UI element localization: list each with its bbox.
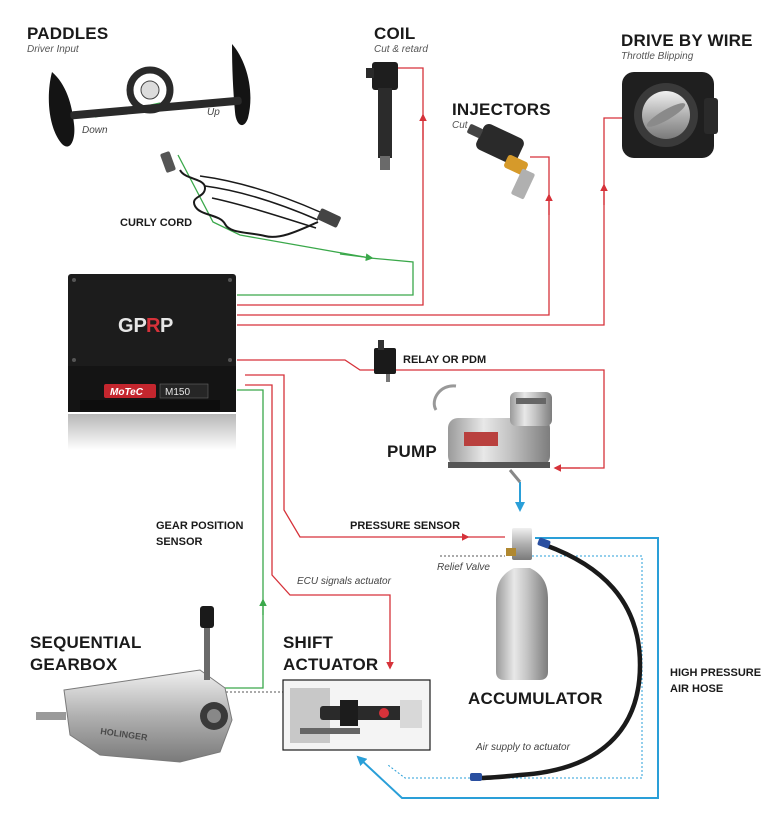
air-supply-label: Air supply to actuator	[476, 742, 570, 753]
accumulator-illustration	[496, 528, 548, 680]
hose-fitting-top	[537, 537, 551, 549]
pump-illustration	[432, 384, 552, 483]
air-hose-label-1: HIGH PRESSURE	[670, 667, 762, 679]
shift-actuator-illustration	[282, 679, 431, 751]
shift-actuator-title-2: ACTUATOR	[283, 655, 379, 674]
paddle-down-label: Down	[82, 125, 108, 136]
pump-label: PUMP	[387, 442, 437, 461]
injectors-subtitle: Cut	[452, 120, 468, 131]
paddle-up-label: Up	[207, 107, 220, 118]
paddle-signal-arrow	[339, 253, 374, 262]
shift-actuator-title-1: SHIFT	[283, 633, 334, 652]
high-pressure-air-hose	[356, 537, 659, 799]
pressure-sensor-wire	[245, 374, 505, 538]
hose-fitting-bottom	[470, 773, 482, 781]
drive-by-wire-subtitle: Throttle Blipping	[621, 51, 694, 62]
gear-position-wire	[218, 389, 264, 689]
paddles-illustration	[48, 44, 251, 173]
gearbox-title-2: GEARBOX	[30, 655, 118, 674]
air-hose-label-2: AIR HOSE	[670, 683, 724, 695]
ecu-logo-gp: GP	[118, 315, 147, 337]
dbw-signal-wire	[237, 117, 622, 326]
ecu-logo-p: P	[160, 315, 173, 337]
drive-by-wire-title: DRIVE BY WIRE	[621, 31, 753, 50]
paddles-title: PADDLES	[27, 24, 109, 43]
ecu-brand: MoTeC	[110, 387, 144, 398]
air-supply-hose	[477, 542, 643, 781]
relay-label: RELAY OR PDM	[403, 354, 487, 366]
injector-signal-wire	[237, 156, 550, 316]
curly-cord-illustration	[179, 169, 341, 238]
coil-title: COIL	[374, 24, 416, 43]
curly-cord-label: CURLY CORD	[120, 217, 193, 229]
injector-illustration	[467, 123, 535, 199]
injectors-title: INJECTORS	[452, 100, 551, 119]
coil-subtitle: Cut & retard	[374, 44, 428, 55]
ecu-illustration	[68, 274, 236, 450]
relay-illustration	[374, 340, 396, 382]
coil-illustration	[366, 62, 398, 170]
throttle-body-illustration	[622, 72, 718, 158]
air-hose-dotted-line	[387, 555, 643, 779]
actuator-signal-wire	[245, 384, 391, 668]
relief-valve-label: Relief Valve	[437, 562, 490, 573]
ecu-model: M150	[165, 387, 190, 398]
accumulator-label: ACCUMULATOR	[468, 689, 603, 708]
ecu-signals-actuator-label: ECU signals actuator	[297, 576, 391, 587]
gear-position-sensor-label-1: GEAR POSITION	[156, 520, 244, 532]
gear-position-sensor-label-2: SENSOR	[156, 536, 203, 548]
gearbox-illustration	[36, 606, 233, 763]
gearbox-title-1: SEQUENTIAL	[30, 633, 142, 652]
pressure-sensor-label: PRESSURE SENSOR	[350, 520, 461, 532]
paddle-signal-wire	[94, 102, 414, 296]
ecu-logo-r: R	[146, 315, 161, 337]
paddles-subtitle: Driver Input	[27, 44, 79, 55]
coil-signal-wire	[237, 67, 424, 306]
